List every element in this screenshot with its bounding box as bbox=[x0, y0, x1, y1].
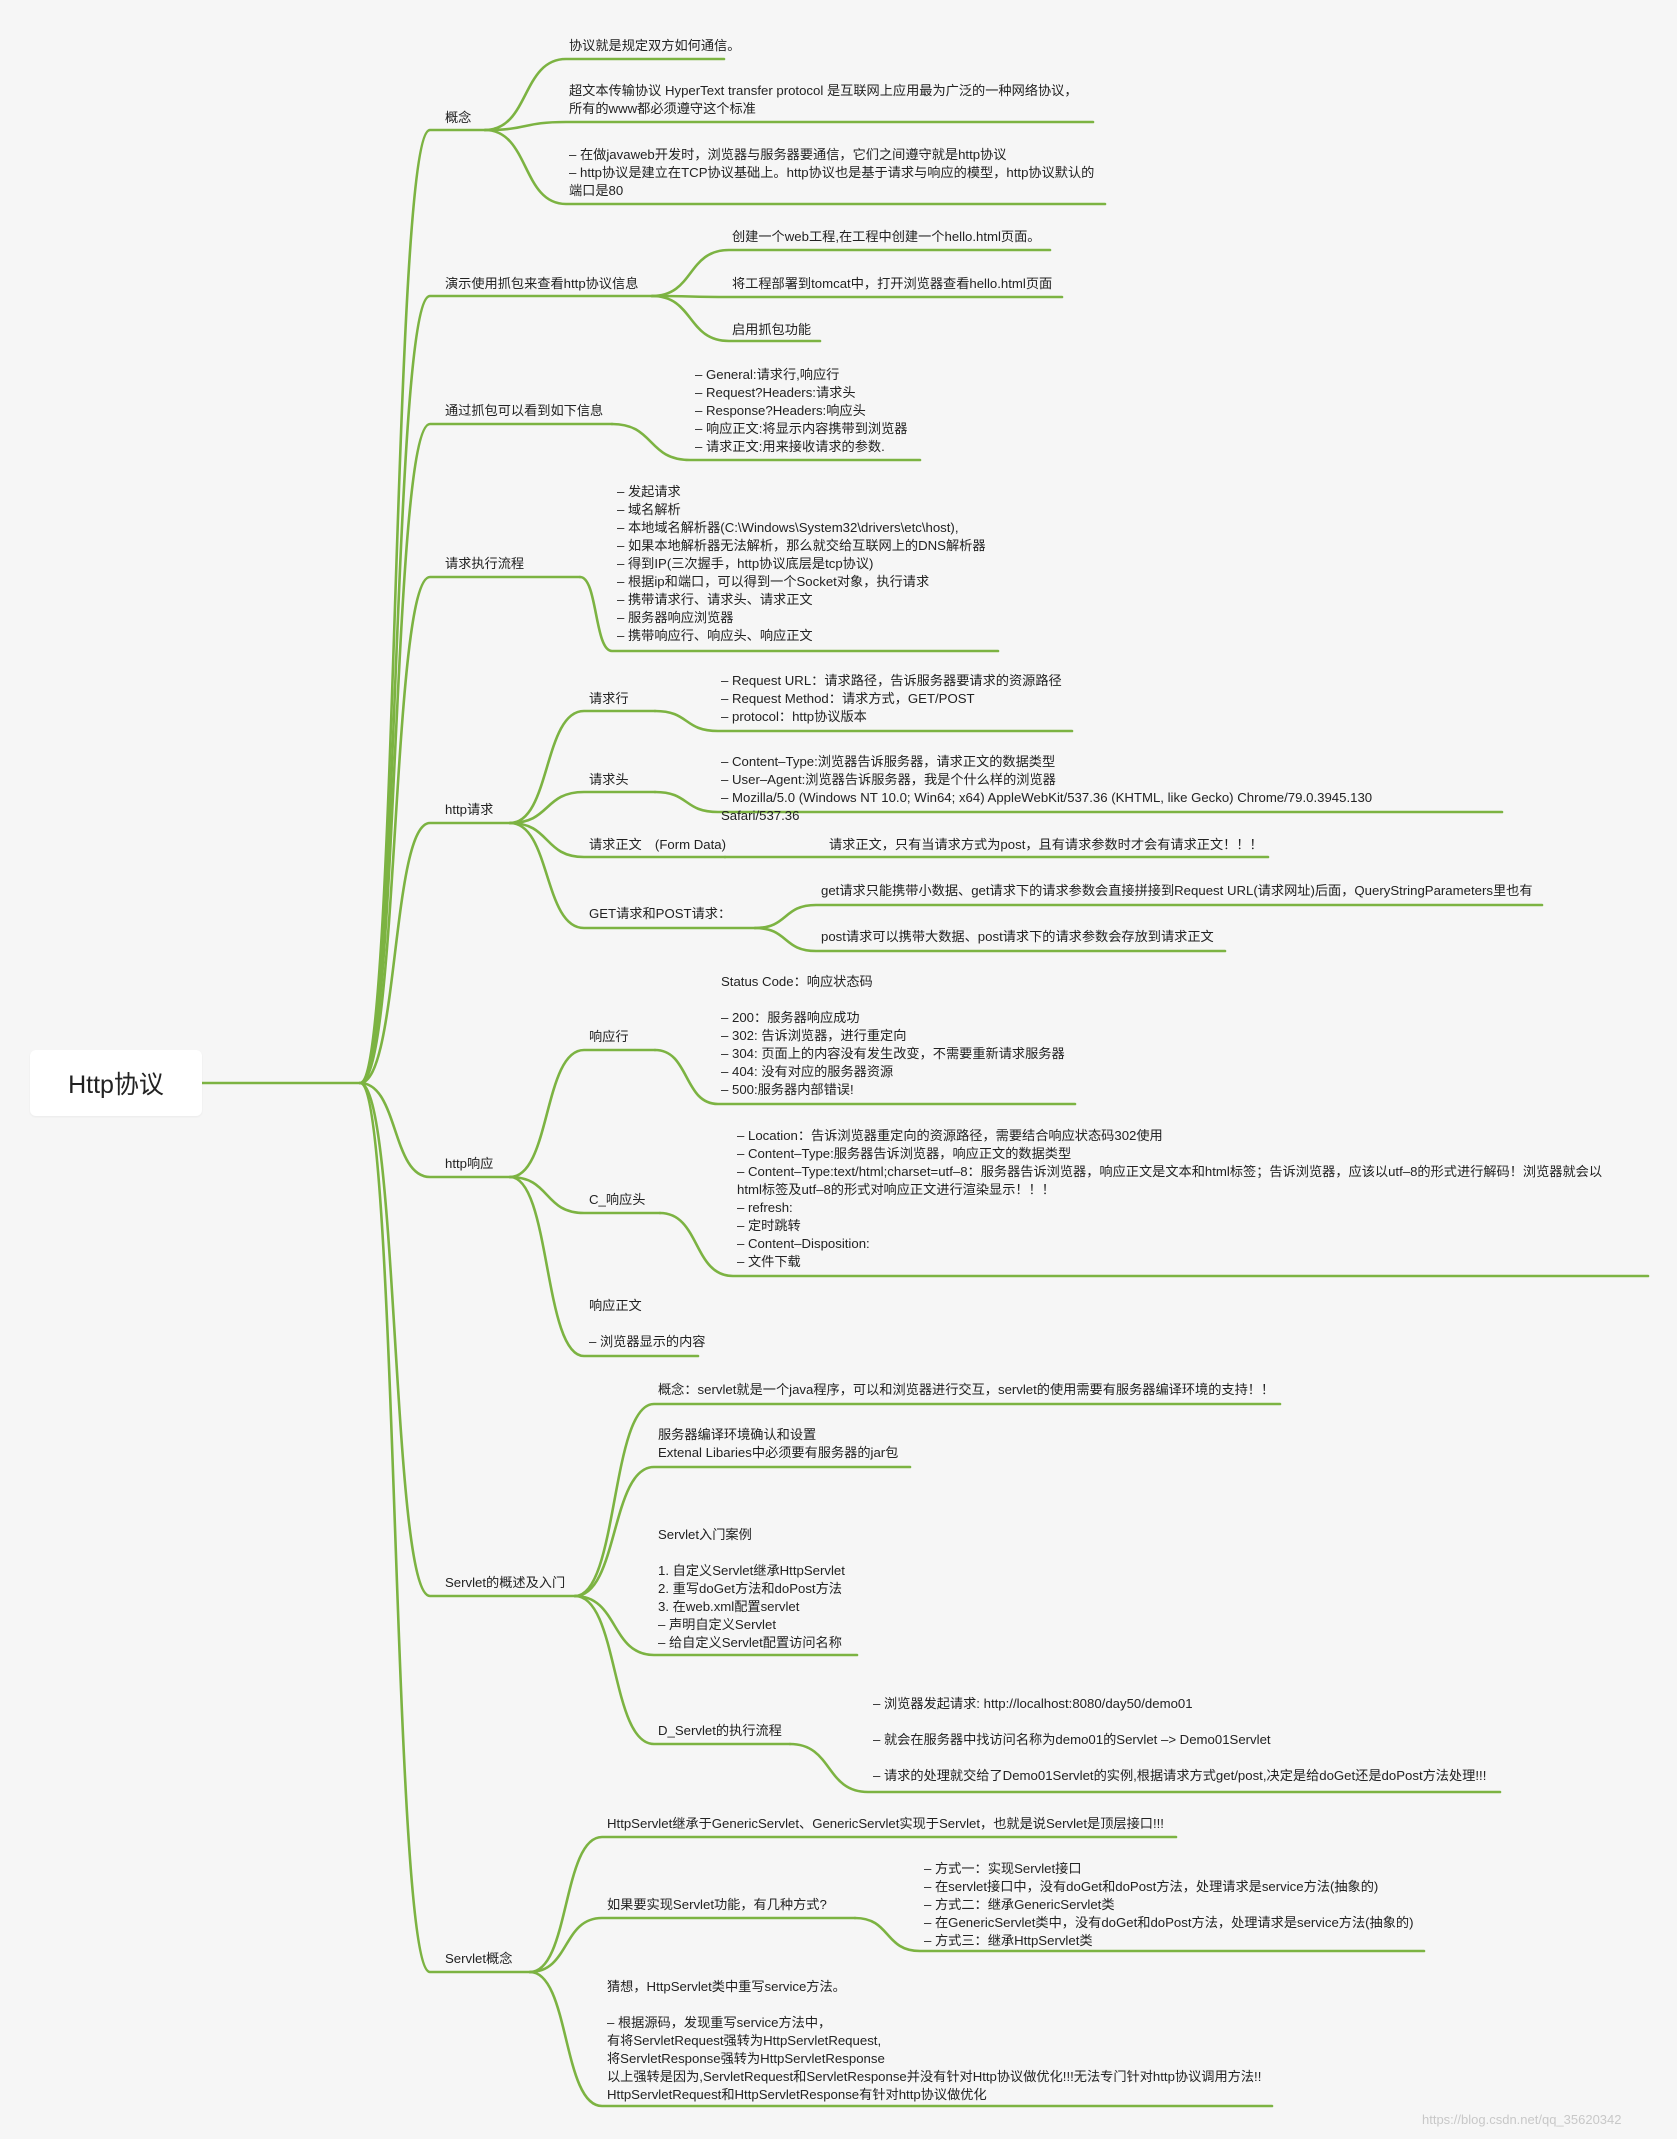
node-text: – 在做javaweb开发时，浏览器与服务器要通信，它们之间遵守就是http协议… bbox=[569, 147, 1095, 198]
node-text: – Request URL：请求路径，告诉服务器要请求的资源路径 – Reque… bbox=[721, 673, 1062, 724]
node-text: 创建一个web工程,在工程中创建一个hello.html页面。 bbox=[732, 229, 1041, 244]
node-text: – General:请求行,响应行 – Request?Headers:请求头 … bbox=[695, 367, 908, 454]
sub-label-get-post[interactable]: GET请求和POST请求： bbox=[589, 906, 732, 921]
branch-label-http-request[interactable]: http请求 bbox=[445, 802, 494, 817]
connector bbox=[573, 1402, 1282, 1598]
connector bbox=[853, 1916, 1426, 1953]
sub-label-request-header[interactable]: 请求头 bbox=[589, 772, 629, 787]
connector bbox=[508, 1175, 662, 1215]
connector bbox=[508, 1048, 657, 1179]
node-text: 超文本传输协议 HyperText transfer protocol 是互联网… bbox=[569, 83, 1078, 116]
branch-label-servlet-intro[interactable]: Servlet的概述及入门 bbox=[445, 1575, 566, 1590]
branch-label-servlet-concept[interactable]: Servlet概念 bbox=[445, 1951, 513, 1966]
connector bbox=[573, 1594, 859, 1657]
sub-label-servlet-flow[interactable]: D_Servlet的执行流程 bbox=[658, 1723, 782, 1738]
node-text: 服务器编译环境确认和设置 Extenal Libaries中必须要有服务器的ja… bbox=[658, 1427, 899, 1460]
sub-label-servlet-ways[interactable]: 如果要实现Servlet功能，有几种方式? bbox=[607, 1897, 827, 1912]
connector bbox=[508, 821, 727, 859]
branch-connector bbox=[358, 1081, 577, 1598]
sub-label-response-body[interactable]: 响应正文 – 浏览器显示的内容 bbox=[589, 1298, 706, 1349]
node-text: 请求正文，只有当请求方式为post，且有请求参数时才会有请求正文！！！ bbox=[829, 837, 1263, 852]
node-text: – Location：告诉浏览器重定向的资源路径，需要结合响应状态码302使用 … bbox=[737, 1128, 1603, 1269]
node-text: – Content–Type:浏览器告诉服务器，请求正文的数据类型 – User… bbox=[721, 754, 1373, 823]
branch-label-concept[interactable]: 概念 bbox=[445, 110, 472, 125]
branch-label-demo[interactable]: 演示使用抓包来查看http协议信息 bbox=[445, 276, 639, 291]
branch-connector bbox=[358, 422, 614, 1085]
node-text: 猜想，HttpServlet类中重写service方法。 – 根据源码，发现重写… bbox=[607, 1979, 1262, 2102]
root-node[interactable]: Http协议 bbox=[30, 1050, 202, 1116]
connector bbox=[650, 294, 1064, 299]
connector bbox=[658, 1211, 1650, 1278]
branch-connector bbox=[358, 1081, 512, 1179]
connector bbox=[528, 1835, 1178, 1974]
connector bbox=[788, 1742, 1502, 1794]
connector bbox=[653, 709, 1074, 733]
connector bbox=[508, 821, 757, 930]
node-text: – 方式一：实现Servlet接口 – 在servlet接口中，没有doGet和… bbox=[924, 1861, 1414, 1948]
connector bbox=[653, 1048, 1077, 1106]
branch-connector bbox=[358, 128, 487, 1085]
connector bbox=[508, 790, 657, 825]
root-title: Http协议 bbox=[68, 1071, 164, 1099]
connector bbox=[483, 57, 726, 132]
connector bbox=[483, 120, 1095, 132]
connector bbox=[573, 1594, 792, 1746]
node-text: – 发起请求 – 域名解析 – 本地域名解析器(C:\Windows\Syste… bbox=[617, 484, 986, 643]
branch-connector bbox=[358, 821, 512, 1085]
node-text: Servlet入门案例 1. 自定义Servlet继承HttpServlet 2… bbox=[658, 1527, 845, 1650]
connector bbox=[483, 128, 1107, 206]
connector bbox=[753, 903, 1544, 930]
node-text: 将工程部署到tomcat中，打开浏览器查看hello.html页面 bbox=[732, 276, 1053, 291]
sub-label-response-header[interactable]: C_响应头 bbox=[589, 1192, 646, 1207]
connector bbox=[650, 294, 822, 343]
connector bbox=[528, 1916, 857, 1974]
connector bbox=[508, 1175, 700, 1358]
connector bbox=[610, 422, 922, 462]
connector bbox=[653, 790, 1504, 814]
connector bbox=[753, 926, 1227, 953]
connector bbox=[528, 1970, 1274, 2108]
node-text: 启用抓包功能 bbox=[732, 322, 812, 337]
sub-label-status-line[interactable]: 响应行 bbox=[589, 1029, 629, 1044]
connector bbox=[650, 248, 1052, 298]
node-text: get请求只能携带小数据、get请求下的请求参数会直接拼接到Request UR… bbox=[821, 883, 1533, 898]
sub-label-request-body[interactable]: 请求正文 (Form Data) bbox=[589, 837, 727, 852]
branch-connector bbox=[358, 575, 582, 1085]
node-text: HttpServlet继承于GenericServlet、GenericServ… bbox=[607, 1816, 1164, 1831]
sub-label-request-line[interactable]: 请求行 bbox=[589, 691, 629, 706]
connector bbox=[578, 575, 1000, 653]
watermark: https://blog.csdn.net/qq_35620342 bbox=[1422, 2112, 1622, 2127]
node-text: 概念：servlet就是一个java程序，可以和浏览器进行交互，servlet的… bbox=[658, 1382, 1275, 1397]
branch-label-request-flow[interactable]: 请求执行流程 bbox=[445, 556, 525, 571]
branch-label-capture[interactable]: 通过抓包可以看到如下信息 bbox=[445, 403, 604, 418]
node-text: Status Code：响应状态码 – 200：服务器响应成功 – 302: 告… bbox=[721, 974, 1065, 1097]
node-text: post请求可以携带大数据、post请求下的请求参数会存放到请求正文 bbox=[821, 929, 1214, 944]
branch-connector bbox=[358, 1081, 532, 1974]
node-text: – 浏览器发起请求: http://localhost:8080/day50/d… bbox=[873, 1696, 1487, 1783]
connector bbox=[508, 709, 657, 825]
node-text: 协议就是规定双方如何通信。 bbox=[569, 38, 741, 53]
connector bbox=[573, 1465, 912, 1598]
branch-label-http-response[interactable]: http响应 bbox=[445, 1156, 494, 1171]
